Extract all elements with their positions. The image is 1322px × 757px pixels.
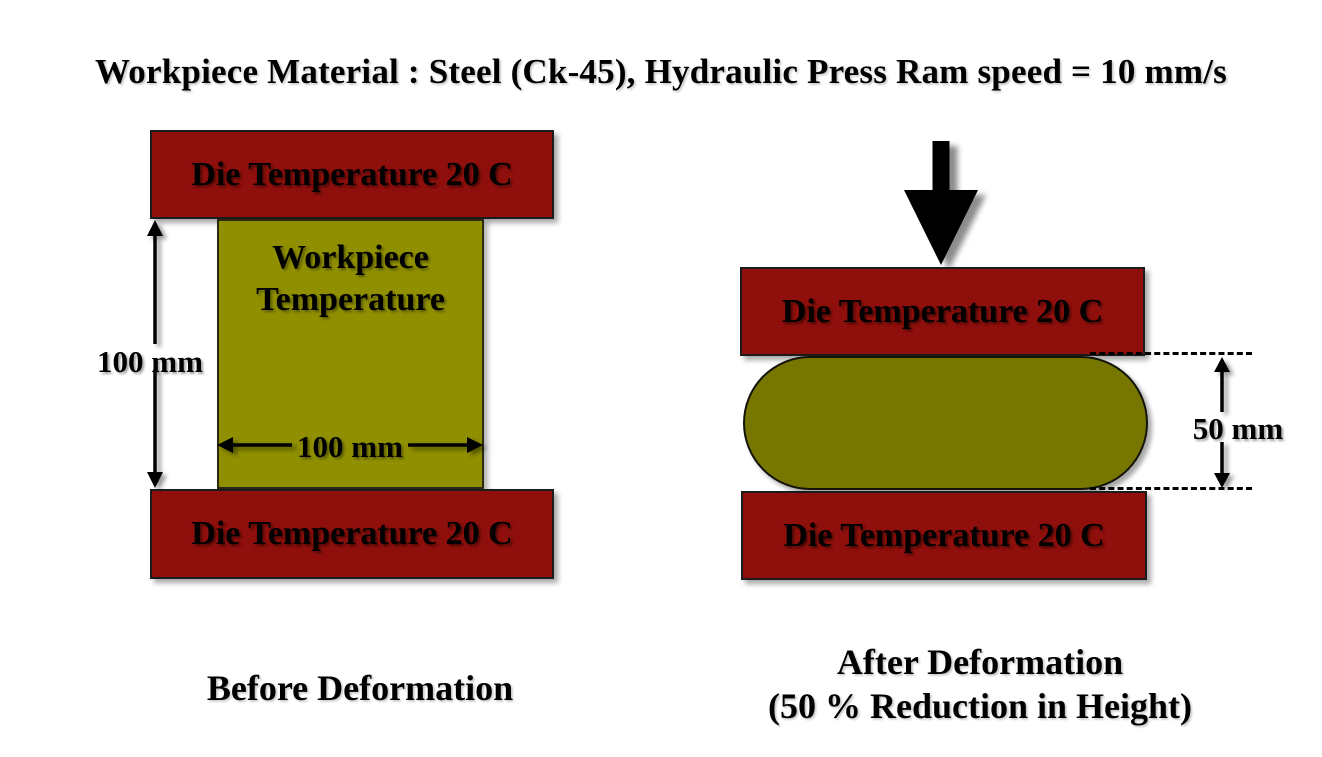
- before-workpiece-label: Workpiece Temperature: [217, 237, 484, 321]
- after-workpiece: [743, 356, 1148, 490]
- after-top-die-label: Die Temperature 20 C: [781, 292, 1104, 330]
- after-caption-line2: (50 % Reduction in Height): [767, 686, 1192, 726]
- after-height-dimension-arrow-icon: [1214, 357, 1230, 488]
- before-height-dimension-label: 100 mm: [97, 344, 203, 379]
- before-width-dimension-arrow-icon: [217, 437, 483, 453]
- before-bottom-die-label: Die Temperature 20 C: [191, 515, 513, 552]
- after-bottom-extension-dashed-line: [1090, 487, 1252, 490]
- before-height-dimension-arrow-icon: [147, 220, 163, 488]
- after-bottom-die-label: Die Temperature 20 C: [783, 516, 1105, 554]
- after-top-extension-dashed-line: [1090, 352, 1252, 355]
- before-top-die-label: Die Temperature 20 C: [191, 155, 513, 193]
- before-top-die: Die Temperature 20 C: [150, 130, 554, 219]
- after-top-die: Die Temperature 20 C: [740, 267, 1145, 356]
- before-bottom-die: Die Temperature 20 C: [150, 489, 554, 579]
- after-caption: After Deformation (50 % Reduction in Hei…: [730, 640, 1230, 728]
- after-height-dimension-label: 50 mm: [1192, 411, 1284, 446]
- before-workpiece-label-line2: Temperature: [256, 281, 445, 318]
- press-force-down-arrow-icon: [904, 141, 978, 265]
- before-caption: Before Deformation: [206, 668, 514, 708]
- before-width-dimension-label: 100 mm: [297, 429, 403, 464]
- after-caption-line1: After Deformation: [836, 642, 1124, 682]
- diagram-title: Workpiece Material : Steel (Ck-45), Hydr…: [95, 52, 1227, 91]
- before-workpiece-label-line1: Workpiece: [272, 239, 429, 276]
- after-bottom-die: Die Temperature 20 C: [741, 491, 1147, 580]
